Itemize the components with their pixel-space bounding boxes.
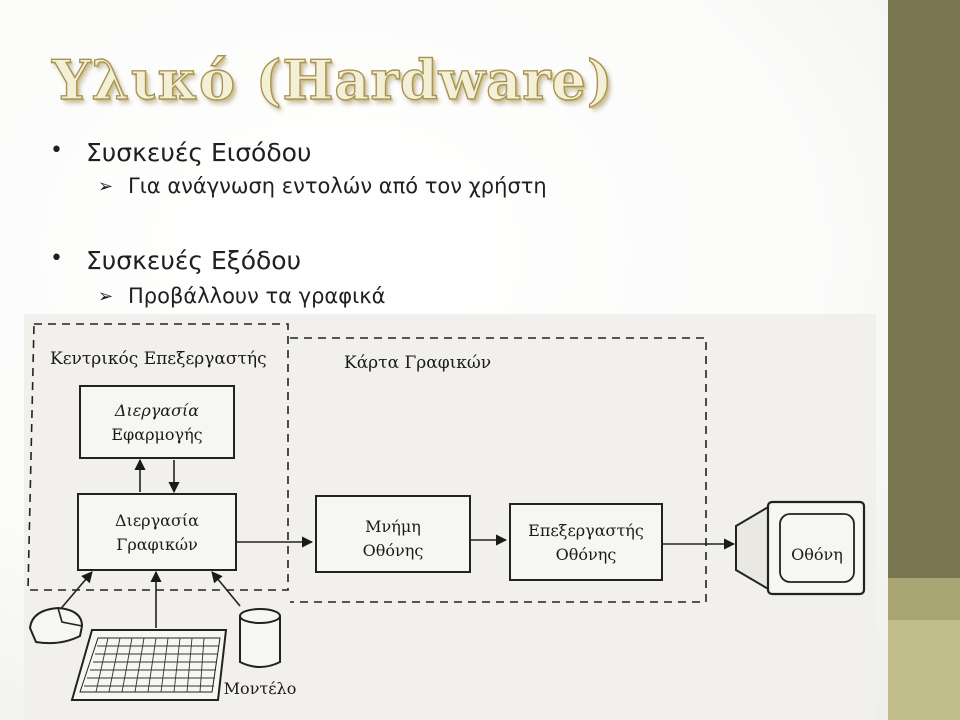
band-dark-segment <box>888 0 960 578</box>
app-process-label-line2: Εφαρμογής <box>111 425 202 444</box>
band-mid-segment <box>888 578 960 620</box>
model-database-icon <box>239 608 281 668</box>
screen-processor-box <box>509 503 663 581</box>
graphics-pipeline-diagram: Κεντρικός Επεξεργαστής Κάρτα Γραφικών Δι… <box>24 314 876 720</box>
app-process-box <box>79 385 235 459</box>
decorative-side-band <box>888 0 960 720</box>
screen-memory-box <box>315 495 471 573</box>
mouse-icon <box>28 606 84 645</box>
model-label: Μοντέλο <box>224 679 297 698</box>
graphics-process-box <box>77 493 237 571</box>
sub-bullet-output-description: Προβάλλουν τα γραφικά <box>128 284 386 308</box>
graphics-process-label-line2: Γραφικών <box>116 535 198 554</box>
screen-processor-label-line2: Οθόνης <box>556 545 617 564</box>
bullet-output-devices: Συσκευές Εξόδου <box>86 246 302 275</box>
screen-memory-label-line2: Οθόνης <box>363 541 424 560</box>
slide-title: Υλικό (Hardware) <box>51 47 614 112</box>
cpu-label: Κεντρικός Επεξεργαστής <box>50 349 267 369</box>
screen-processor-label-line1: Επεξεργαστής <box>528 521 644 540</box>
cpu-dashed-region <box>27 323 289 591</box>
graphics-process-label-line1: Διεργασία <box>115 511 199 530</box>
arrow-model-to-graphics <box>211 571 241 607</box>
bullet-dot-icon: • <box>50 138 63 163</box>
app-process-label-line1: Διεργασία <box>114 401 199 420</box>
graphics-card-dashed-region <box>290 337 707 603</box>
arrow-mouse-to-graphics <box>57 571 93 613</box>
band-light-segment <box>888 620 960 720</box>
monitor-label: Οθόνη <box>791 545 843 564</box>
bullet-dot-icon: • <box>50 246 63 271</box>
graphics-card-label: Κάρτα Γραφικών <box>344 353 491 373</box>
monitor-icon <box>735 500 866 596</box>
screen-memory-label-line1: Μνήμη <box>365 517 421 536</box>
bullet-input-devices: Συσκευές Εισόδου <box>86 138 312 167</box>
sub-bullet-input-description: Για ανάγνωση εντολών από τον χρήστη <box>128 174 547 198</box>
sub-bullet-arrow-icon: ➢ <box>98 286 114 307</box>
sub-bullet-arrow-icon: ➢ <box>98 176 114 197</box>
keyboard-icon <box>70 629 228 701</box>
